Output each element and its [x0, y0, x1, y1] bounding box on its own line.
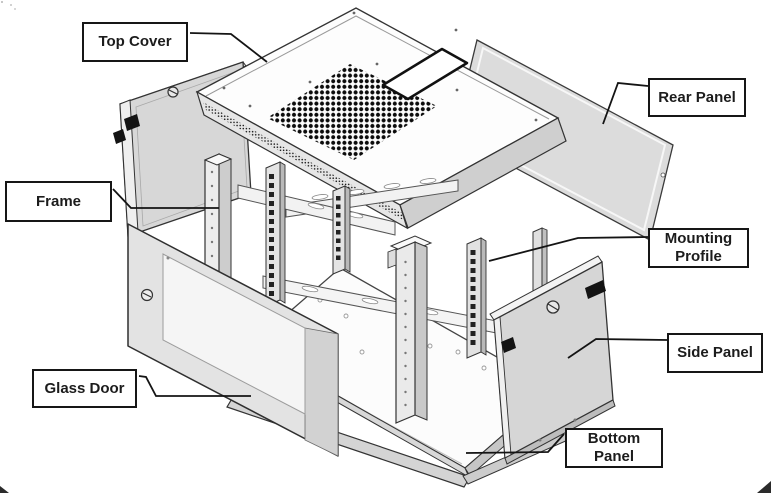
cable-entry-cutout: [381, 47, 469, 101]
label-frame: Frame: [5, 181, 112, 222]
leader-frame: [112, 188, 219, 209]
mounting-profile-left: [265, 161, 286, 307]
mounting-profile-center: [332, 185, 351, 275]
glass-door-part: [127, 223, 339, 457]
leader-rear-panel: [602, 82, 649, 125]
screw-holes: [222, 11, 538, 192]
frame-right-post: [387, 235, 433, 424]
leader-mounting-profile: [488, 236, 649, 262]
label-side-panel: Side Panel: [667, 333, 763, 373]
leader-glass-door: [138, 375, 251, 397]
label-bottom-panel: Bottom Panel: [565, 428, 663, 468]
label-top-cover: Top Cover: [82, 22, 188, 62]
latch-icon: [501, 337, 516, 353]
glass-pane: [162, 253, 306, 415]
label-glass-door: Glass Door: [32, 369, 137, 408]
leader-bottom-panel: [465, 433, 565, 454]
leader-lines: [112, 32, 668, 454]
label-rear-panel: Rear Panel: [648, 78, 746, 117]
mounting-profile-right: [466, 237, 487, 359]
leader-top-cover: [189, 32, 268, 63]
latch-icon: [113, 129, 126, 144]
leader-side-panel: [567, 338, 668, 359]
label-mounting-profile: Mounting Profile: [648, 228, 749, 268]
side-panel-part: [489, 255, 616, 465]
latch-icon: [585, 280, 606, 299]
latch-icon: [124, 114, 140, 131]
